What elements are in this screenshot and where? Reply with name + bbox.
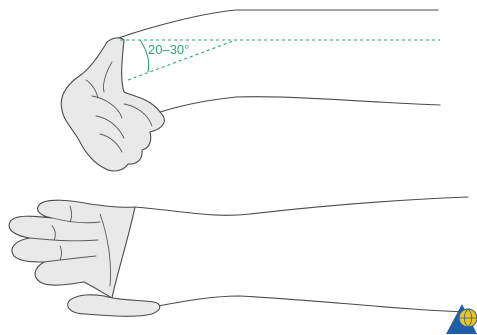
globe-logo xyxy=(446,304,477,334)
top-forearm-outline xyxy=(107,10,438,42)
angle-label: 20–30° xyxy=(148,42,189,57)
bottom-thumb-shape xyxy=(68,295,160,317)
extended-wrist-figure: 20–30° xyxy=(61,10,440,171)
neutral-wrist-figure xyxy=(9,197,470,316)
top-fist-shape xyxy=(61,38,164,171)
bottom-forearm-outline xyxy=(135,197,468,215)
top-forearm-lower-outline xyxy=(160,97,440,112)
bottom-forearm-lower-outline xyxy=(158,296,470,312)
bottom-hand-shape xyxy=(9,200,135,298)
